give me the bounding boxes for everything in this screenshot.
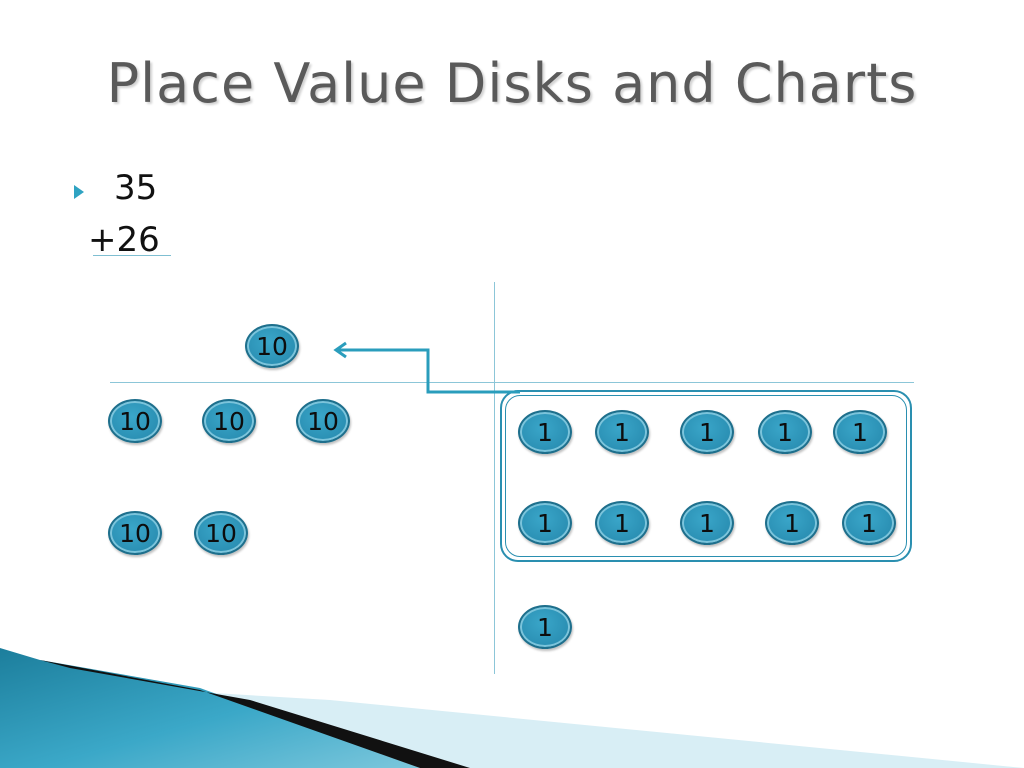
bullet-arrow-icon	[74, 185, 84, 199]
ten-disk[interactable]: 10	[108, 511, 162, 555]
one-disk[interactable]: 1	[842, 501, 896, 545]
addend-bottom: +26	[88, 220, 160, 260]
regrouped-ten-disk[interactable]: 10	[245, 324, 299, 368]
place-value-divider-horizontal	[110, 382, 914, 383]
one-disk[interactable]: 1	[765, 501, 819, 545]
ten-disk[interactable]: 10	[202, 399, 256, 443]
one-disk[interactable]: 1	[518, 410, 572, 454]
one-disk[interactable]: 1	[833, 410, 887, 454]
sum-underline	[93, 255, 171, 256]
slide-title: Place Value Disks and Charts	[106, 52, 918, 115]
one-disk[interactable]: 1	[680, 501, 734, 545]
one-disk[interactable]: 1	[595, 410, 649, 454]
ten-disk[interactable]: 10	[108, 399, 162, 443]
one-disk[interactable]: 1	[680, 410, 734, 454]
ten-disk[interactable]: 10	[194, 511, 248, 555]
ten-ones-group-box	[500, 390, 912, 562]
one-disk[interactable]: 1	[518, 501, 572, 545]
one-disk[interactable]: 1	[758, 410, 812, 454]
place-value-divider-vertical	[494, 282, 495, 674]
ten-disk[interactable]: 10	[296, 399, 350, 443]
addend-top: 35	[114, 168, 158, 208]
remaining-one-disk[interactable]: 1	[518, 605, 572, 649]
one-disk[interactable]: 1	[595, 501, 649, 545]
